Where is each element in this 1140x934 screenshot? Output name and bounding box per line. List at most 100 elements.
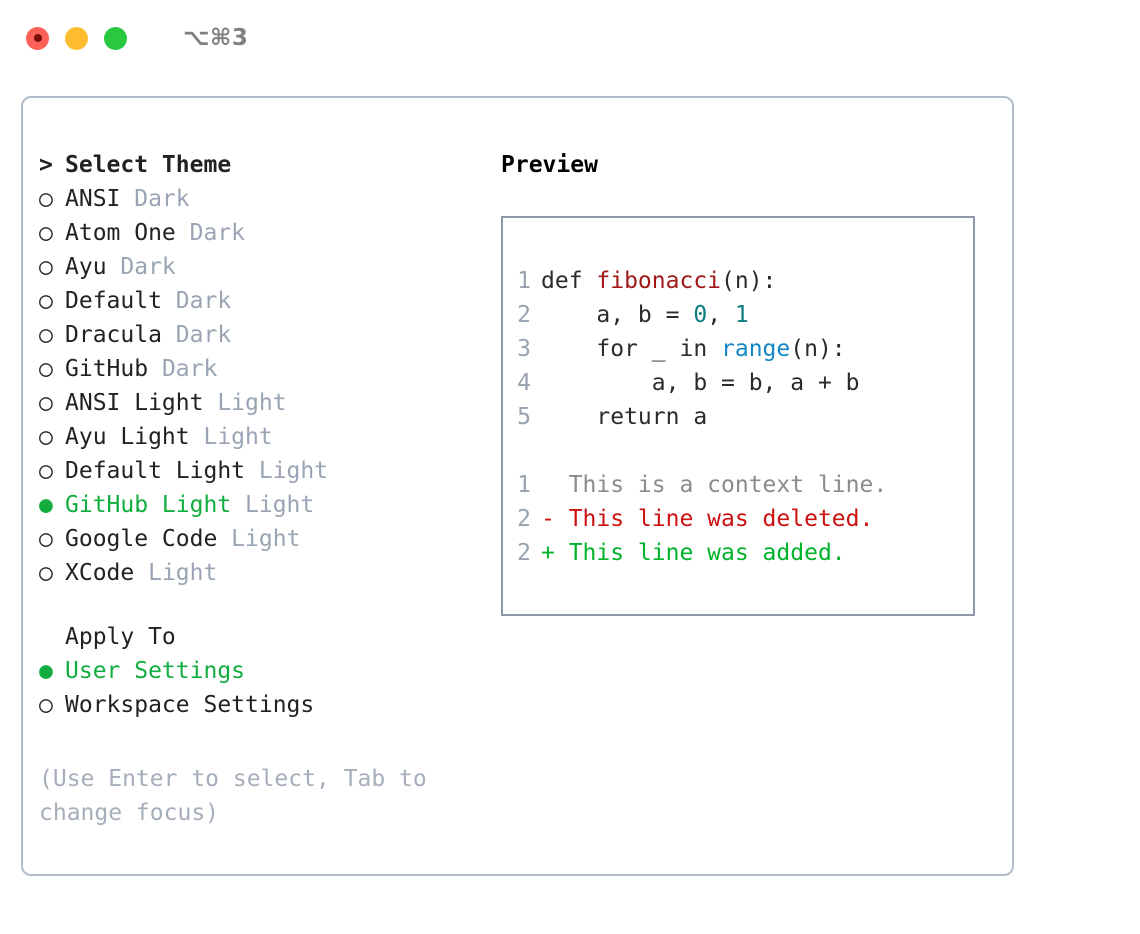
- theme-name-label: Google Code: [65, 526, 218, 552]
- theme-variant-label: Light: [245, 458, 329, 484]
- code-line-number: 4: [517, 370, 531, 396]
- code-line: 5 return a: [503, 400, 973, 434]
- code-token-fn: fibonacci: [596, 268, 722, 294]
- preview-title: Preview: [501, 152, 598, 178]
- minimize-button[interactable]: [65, 26, 88, 50]
- radio-unselected-icon: ○: [39, 288, 53, 314]
- diff-line-number: 2: [517, 540, 531, 566]
- theme-list: ○ANSI Dark○Atom One Dark○Ayu Dark○Defaul…: [39, 182, 479, 590]
- code-token-kw: (n):: [790, 336, 846, 362]
- theme-name-label: ANSI: [65, 186, 121, 212]
- code-token-kw: return a: [541, 404, 708, 430]
- close-button[interactable]: [26, 26, 49, 50]
- theme-variant-label: Dark: [148, 356, 218, 382]
- code-line-text: return a: [541, 400, 707, 434]
- theme-variant-label: Light: [134, 560, 218, 586]
- theme-variant-label: Light: [189, 424, 273, 450]
- theme-list-item[interactable]: ○ Default Dark: [39, 284, 479, 318]
- theme-list-item[interactable]: ○Google Code Light: [39, 522, 479, 556]
- theme-variant-label: Dark: [161, 288, 232, 314]
- theme-name-label: Ayu: [65, 254, 107, 280]
- apply-to-spacer-icon: [39, 620, 65, 654]
- code-token-kw: (n):: [721, 268, 777, 294]
- radio-unselected-icon: ○: [39, 526, 53, 552]
- radio-selected-icon: ●: [39, 492, 53, 518]
- radio-unselected-icon: ○: [39, 692, 53, 718]
- code-line: 1 def fibonacci(n):: [503, 264, 973, 298]
- main-panel: >Select Theme ○ANSI Dark○Atom One Dark○A…: [21, 96, 1014, 876]
- diff-line: 1 This is a context line.: [503, 468, 973, 502]
- radio-unselected-icon: ○: [39, 424, 53, 450]
- theme-list-item[interactable]: ○ Dracula Dark: [39, 318, 479, 352]
- code-token-num: 1: [734, 302, 749, 328]
- theme-variant-label: Light: [203, 390, 287, 416]
- theme-name-label: Atom One: [65, 220, 176, 246]
- code-line-number: 3: [517, 336, 531, 362]
- theme-list-item[interactable]: ●GitHub Light Light: [39, 488, 479, 522]
- theme-name-label: Ayu Light: [65, 424, 190, 450]
- theme-list-item[interactable]: ○GitHub Dark: [39, 352, 479, 386]
- window-titlebar: ⌥⌘3: [0, 0, 1140, 76]
- theme-variant-label: Dark: [106, 254, 176, 280]
- radio-unselected-icon: ○: [39, 220, 53, 246]
- diff-line: 2 + This line was added.: [503, 536, 973, 570]
- radio-unselected-icon: ○: [39, 560, 53, 586]
- code-line-number: 2: [517, 302, 531, 328]
- diff-line-text-ctx: This is a context line.: [541, 472, 888, 498]
- theme-list-item[interactable]: ○ Ayu Light Light: [39, 420, 479, 454]
- theme-name-label: Default: [65, 288, 162, 314]
- theme-list-item[interactable]: ○ XCode Light: [39, 556, 479, 590]
- select-theme-heading: > Select Theme: [39, 148, 479, 182]
- theme-variant-label: Dark: [161, 322, 232, 348]
- apply-to-option-label: Workspace Settings: [65, 692, 315, 718]
- code-line: 2 a, b = 0, 1: [503, 298, 973, 332]
- radio-selected-icon: ●: [39, 658, 53, 684]
- code-token-kw: for _ in: [541, 336, 722, 362]
- code-line-text: a, b = b, a + b: [541, 366, 860, 400]
- theme-variant-label: Dark: [175, 220, 246, 246]
- radio-unselected-icon: ○: [39, 254, 53, 280]
- diff-line-text-del: - This line was deleted.: [541, 506, 874, 532]
- code-token-kw: ,: [707, 302, 735, 328]
- code-line-text: for _ in range(n):: [541, 332, 846, 366]
- maximize-button[interactable]: [104, 26, 127, 50]
- apply-to-option-list: ●User Settings ○ Workspace Settings: [39, 654, 479, 722]
- radio-unselected-icon: ○: [39, 458, 53, 484]
- theme-list-item[interactable]: ○ Ayu Dark: [39, 250, 479, 284]
- prompt-caret-icon: >: [39, 152, 53, 178]
- diff-line: 2 - This line was deleted.: [503, 502, 973, 536]
- code-line: 3 for _ in range(n):: [503, 332, 973, 366]
- keyboard-shortcut-label: ⌥⌘3: [183, 25, 249, 51]
- code-token-kw: a, b = b, a + b: [541, 370, 860, 396]
- code-line-text: def fibonacci(n):: [541, 264, 776, 298]
- theme-list-item[interactable]: ○ANSI Dark: [39, 182, 479, 216]
- diff-line-text-add: + This line was added.: [541, 540, 846, 566]
- code-line-number: 1: [517, 268, 531, 294]
- select-theme-heading-label: Select Theme: [65, 152, 232, 178]
- theme-list-item[interactable]: ○Default Light Light: [39, 454, 479, 488]
- theme-list-item[interactable]: ○ ANSI Light Light: [39, 386, 479, 420]
- window-controls: [26, 26, 127, 50]
- code-line-number: 5: [517, 404, 531, 430]
- diff-line-number: 1: [517, 472, 531, 498]
- code-line-text: a, b = 0, 1: [541, 298, 749, 332]
- radio-unselected-icon: ○: [39, 390, 53, 416]
- diff-sample-block: 1 This is a context line. 2 - This line wa…: [503, 468, 973, 570]
- theme-name-label: GitHub: [65, 356, 149, 382]
- code-token-kw: def: [541, 268, 597, 294]
- theme-variant-label: Dark: [120, 186, 190, 212]
- apply-to-option[interactable]: ○ Workspace Settings: [39, 688, 479, 722]
- apply-to-heading: Apply To: [39, 620, 479, 654]
- code-token-kw: a, b =: [541, 302, 694, 328]
- theme-name-label: ANSI Light: [65, 390, 204, 416]
- radio-unselected-icon: ○: [39, 322, 53, 348]
- apply-to-heading-label: Apply To: [65, 624, 176, 650]
- diff-line-number: 2: [517, 506, 531, 532]
- theme-list-item[interactable]: ○ Atom One Dark: [39, 216, 479, 250]
- theme-name-label: XCode: [65, 560, 135, 586]
- apply-to-option[interactable]: ●User Settings: [39, 654, 479, 688]
- theme-name-label: Dracula: [65, 322, 162, 348]
